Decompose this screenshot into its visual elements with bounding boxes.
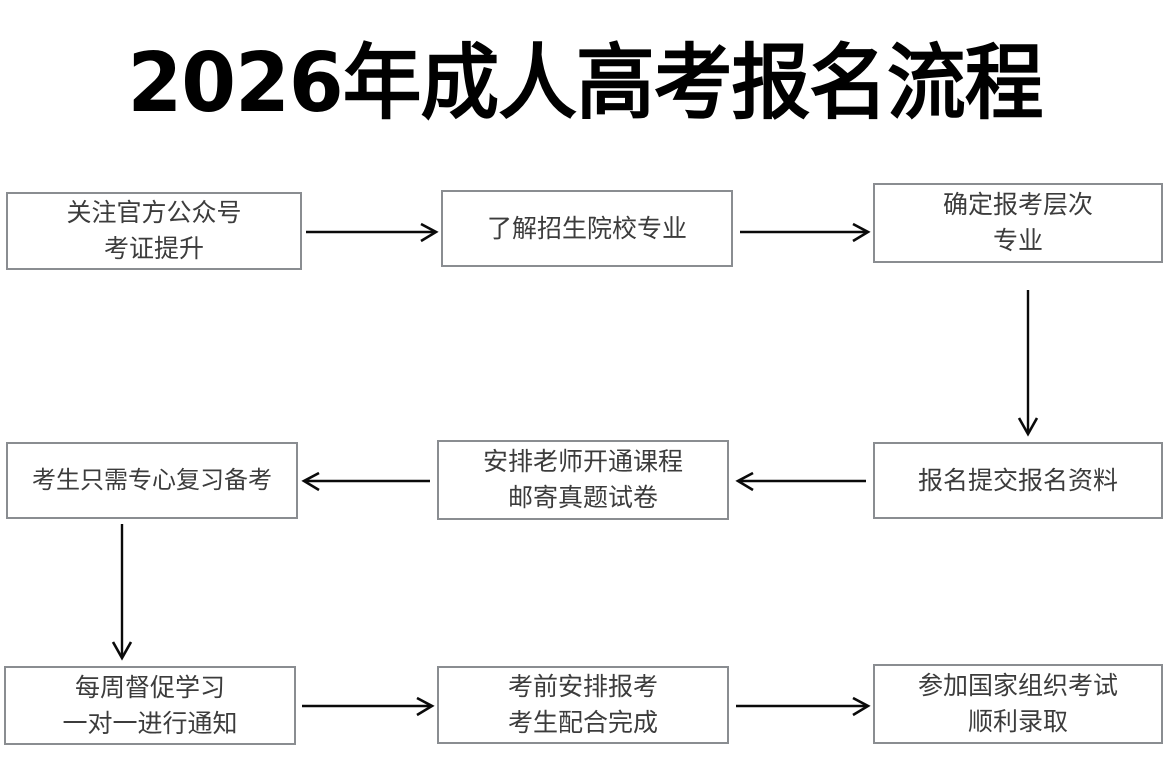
- flow-node-line: 一对一进行通知: [62, 709, 238, 738]
- arrow-node3-to-node6: [1017, 290, 1039, 437]
- arrow-node7-to-node8: [302, 696, 435, 717]
- arrow-node1-to-node2: [306, 222, 439, 243]
- flow-node-line: 每周督促学习: [74, 673, 225, 702]
- flow-node-confirm-level-major[interactable]: 确定报考层次 专业: [873, 183, 1163, 263]
- flow-node-line: 考前安排报考: [507, 673, 658, 701]
- flow-node-follow-official-account[interactable]: 关注官方公众号 考证提升: [6, 192, 302, 270]
- arrow-node5-to-node4: [301, 471, 430, 492]
- flow-node-line: 考生配合完成: [507, 709, 658, 737]
- flow-node-teacher-opens-course[interactable]: 安排老师开通课程 邮寄真题试卷: [437, 440, 729, 520]
- flow-node-line: 考生只需专心复习备考: [32, 466, 272, 494]
- flow-node-line: 专业: [992, 227, 1043, 255]
- flow-node-line: 考证提升: [103, 235, 204, 263]
- flow-node-submit-application[interactable]: 报名提交报名资料: [873, 442, 1163, 519]
- arrow-node4-to-node7: [111, 524, 133, 661]
- page-title: 2026年成人高考报名流程: [127, 36, 1043, 131]
- flow-node-line: 关注官方公众号: [66, 199, 242, 227]
- flow-node-line: 报名提交报名资料: [917, 466, 1118, 495]
- flow-node-line: 安排老师开通课程: [482, 448, 683, 476]
- arrow-node6-to-node5: [735, 471, 866, 492]
- arrow-node8-to-node9: [736, 696, 871, 717]
- flow-node-learn-schools-majors[interactable]: 了解招生院校专业: [441, 190, 733, 267]
- flow-node-line: 顺利录取: [967, 708, 1068, 736]
- flow-node-line: 参加国家组织考试: [917, 672, 1118, 700]
- flow-node-line: 了解招生院校专业: [486, 214, 687, 243]
- arrow-node2-to-node3: [740, 222, 871, 243]
- flow-node-line: 邮寄真题试卷: [507, 484, 658, 512]
- flow-node-weekly-study-supervision[interactable]: 每周督促学习 一对一进行通知: [4, 666, 296, 745]
- flow-node-focus-on-review[interactable]: 考生只需专心复习备考: [6, 442, 298, 519]
- flow-node-line: 确定报考层次: [942, 191, 1093, 219]
- flow-node-take-exam-admitted[interactable]: 参加国家组织考试 顺利录取: [873, 664, 1163, 744]
- flow-node-pre-exam-registration[interactable]: 考前安排报考 考生配合完成: [437, 666, 729, 744]
